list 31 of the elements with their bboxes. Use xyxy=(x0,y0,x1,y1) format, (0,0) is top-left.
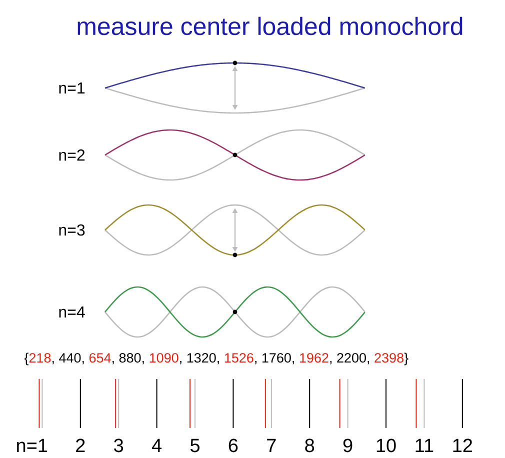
label: , 1320, xyxy=(180,353,219,364)
harmonic-label: 6 xyxy=(228,438,238,452)
mode-label: n=2 xyxy=(59,149,85,161)
label: 218 xyxy=(29,353,51,363)
label: 654 xyxy=(89,353,111,363)
label: , 880, xyxy=(112,353,144,364)
harmonic-label: 11 xyxy=(416,438,434,452)
label: { xyxy=(24,352,28,366)
harmonic-label: 3 xyxy=(114,438,124,452)
label: } xyxy=(404,352,408,366)
label: , 2200, xyxy=(330,353,370,364)
number-list: {218, 440, 654, 880, 1090, 1320, 1526, 1760, 1962, 2200, 2398} xyxy=(24,352,408,366)
harmonic-label: 2 xyxy=(76,438,85,452)
mode-label: n=3 xyxy=(59,224,85,236)
label: 2398 xyxy=(374,353,404,363)
harmonic-label: 4 xyxy=(152,438,162,452)
label: 1526 xyxy=(224,353,254,363)
harmonic-label: 12 xyxy=(453,438,472,452)
harmonic-label: 9 xyxy=(343,438,352,452)
label: 1090 xyxy=(150,353,178,363)
mode-label: n=4 xyxy=(59,306,85,318)
harmonic-label: 10 xyxy=(376,438,396,452)
label: 1962 xyxy=(300,353,328,363)
harmonic-label: 5 xyxy=(190,438,200,452)
harmonic-label: 8 xyxy=(305,438,314,452)
label: , 440, xyxy=(52,353,84,364)
title: measure center loaded monochord xyxy=(78,16,462,36)
harmonic-label: n=1 xyxy=(17,438,48,452)
label: , 1760, xyxy=(255,353,294,364)
mode-label: n=1 xyxy=(59,82,85,94)
harmonic-label: 7 xyxy=(267,438,276,452)
